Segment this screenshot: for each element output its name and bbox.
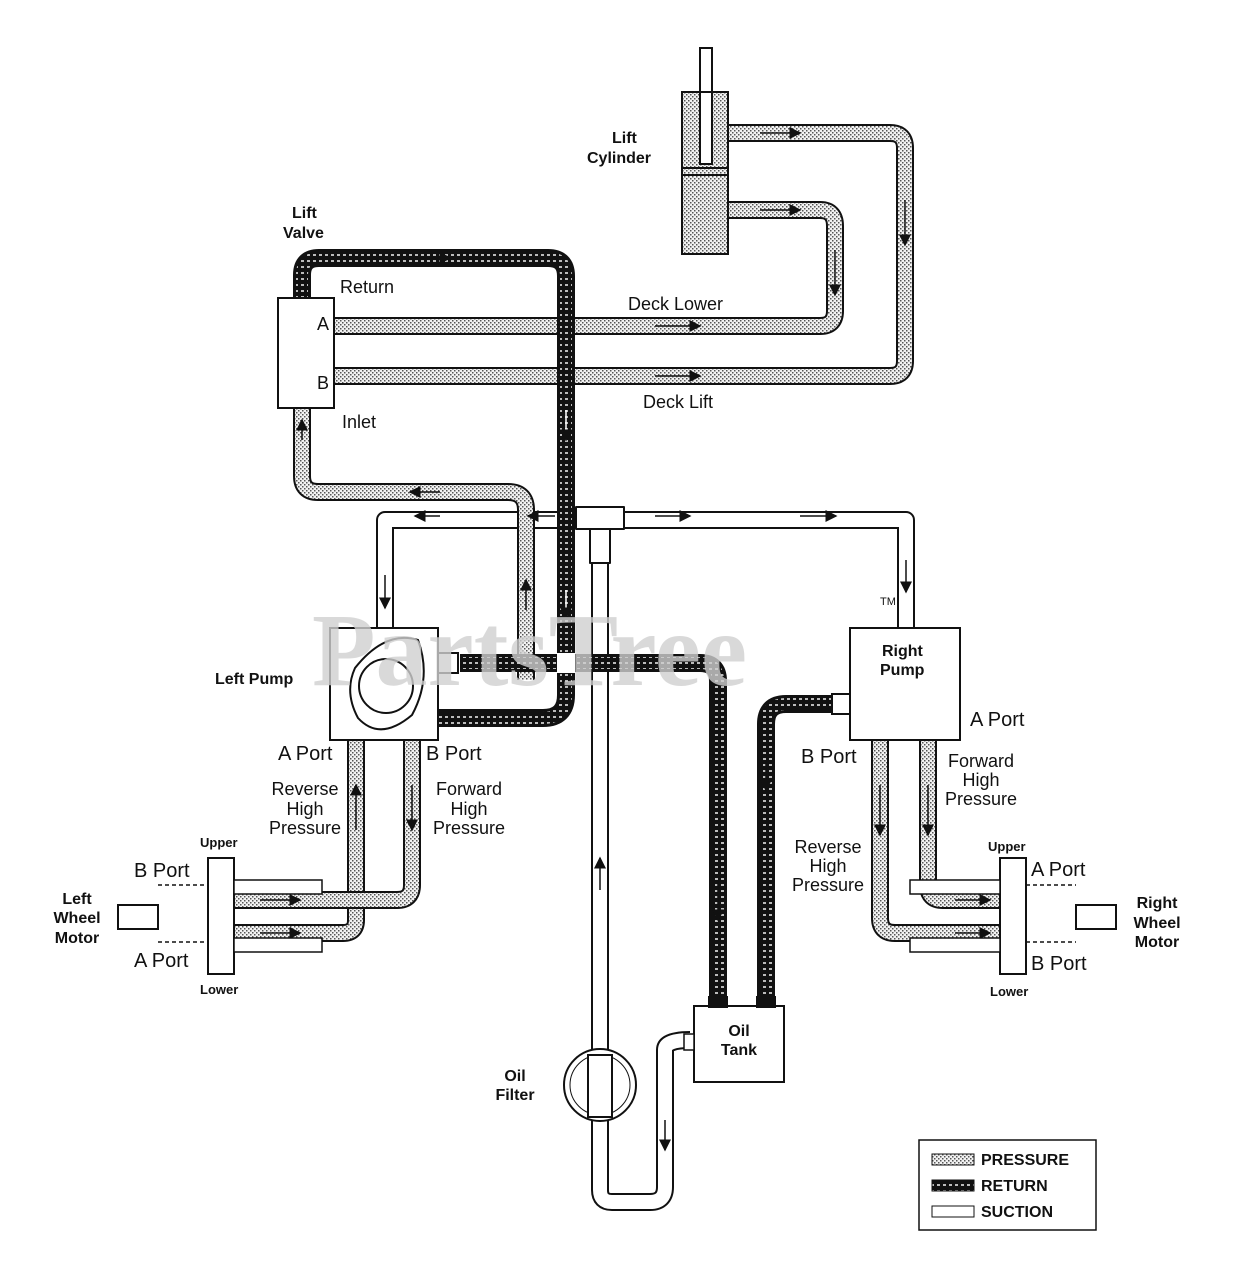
right-pump-b-port: B Port: [801, 746, 857, 768]
left-pump: [329, 627, 459, 741]
left-pump-a-port: A Port: [278, 743, 333, 765]
right-forward-2: High: [962, 770, 999, 790]
right-forward-3: Pressure: [945, 789, 1017, 809]
oil-filter-1: Oil: [504, 1068, 525, 1085]
left-pump-b-port: B Port: [426, 743, 482, 765]
suction-tee: [575, 506, 625, 530]
deck-lower-label: Deck Lower: [628, 294, 723, 314]
return-lines: [293, 249, 832, 1004]
lift-valve-label-1: Lift: [292, 205, 318, 222]
legend-swatch-return: [931, 1179, 975, 1192]
right-reverse-3: Pressure: [792, 875, 864, 895]
right-upper: Upper: [988, 839, 1026, 854]
legend-swatch-suction: [931, 1205, 975, 1218]
right-wheel-motor: [909, 857, 1117, 975]
trademark: TM: [880, 596, 896, 608]
left-motor-2: Wheel: [53, 910, 100, 927]
lift-valve: [277, 297, 335, 409]
oil-filter: [563, 1048, 637, 1122]
legend-label-pressure: PRESSURE: [981, 1152, 1069, 1169]
right-motor-2: Wheel: [1133, 915, 1180, 932]
oil-filter-2: Filter: [495, 1087, 534, 1104]
oil-tank-1: Oil: [728, 1023, 749, 1040]
left-forward-3: Pressure: [433, 818, 505, 838]
valve-port-b: B: [317, 373, 329, 393]
left-motor-1: Left: [62, 891, 92, 908]
right-motor-3: Motor: [1135, 934, 1179, 951]
left-forward-1: Forward: [436, 779, 502, 799]
left-motor-b-port: B Port: [134, 860, 190, 882]
right-motor-a-port: A Port: [1031, 859, 1086, 881]
oil-tank-2: Tank: [721, 1042, 757, 1059]
left-lower: Lower: [200, 982, 238, 997]
pressure-lines: [222, 124, 1012, 942]
right-reverse-2: High: [809, 856, 846, 876]
valve-port-a: A: [317, 314, 329, 334]
lift-cylinder-label-2: Cylinder: [587, 150, 651, 167]
right-lower: Lower: [990, 984, 1028, 999]
left-motor-3: Motor: [55, 930, 99, 947]
legend-label-return: RETURN: [981, 1178, 1048, 1195]
left-wheel-motor: [117, 857, 323, 975]
right-reverse-1: Reverse: [794, 837, 861, 857]
return-label: Return: [340, 277, 394, 297]
right-motor-b-port: B Port: [1031, 953, 1087, 975]
right-pump: [831, 627, 961, 741]
oil-tank: [683, 996, 785, 1083]
lift-valve-label-2: Valve: [283, 225, 324, 242]
right-pump-label-1: Right: [882, 643, 924, 660]
left-reverse-3: Pressure: [269, 818, 341, 838]
left-upper: Upper: [200, 835, 238, 850]
legend: PRESSURE RETURN SUCTION: [918, 1139, 1097, 1231]
deck-lift-label: Deck Lift: [643, 392, 713, 412]
legend-swatch-pressure: [931, 1153, 975, 1166]
left-reverse-1: Reverse: [271, 779, 338, 799]
watermark: PartsTree: [312, 593, 747, 708]
right-motor-1: Right: [1137, 895, 1179, 912]
left-reverse-2: High: [286, 799, 323, 819]
inlet-label: Inlet: [342, 412, 376, 432]
flow-arrows: [260, 127, 992, 1152]
left-motor-a-port: A Port: [134, 950, 189, 972]
left-forward-2: High: [450, 799, 487, 819]
right-pump-a-port: A Port: [970, 709, 1025, 731]
left-pump-label: Left Pump: [215, 671, 293, 688]
legend-label-suction: SUCTION: [981, 1204, 1053, 1221]
labels: Lift Cylinder Lift Valve A B Return Inle…: [53, 130, 1180, 1104]
lift-cylinder-label-1: Lift: [612, 130, 638, 147]
right-forward-1: Forward: [948, 751, 1014, 771]
right-pump-label-2: Pump: [880, 662, 925, 679]
lift-cylinder: [681, 47, 729, 255]
